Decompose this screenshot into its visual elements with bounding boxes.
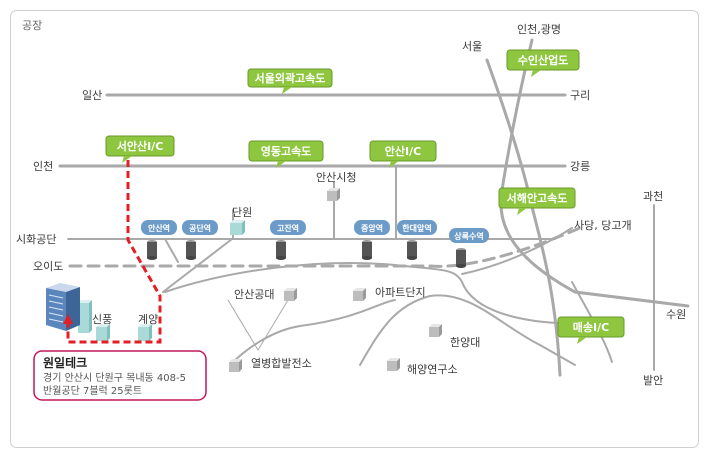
badge-seohaean-label: 서해안고속도 — [507, 191, 568, 205]
company-address-line1: 경기 안산시 단원구 목내동 408-5 — [43, 371, 186, 384]
road-gongdae-left — [227, 299, 259, 351]
station-gongdan: 공단역 — [182, 220, 218, 260]
station-handae: 한대앞역 — [397, 220, 437, 260]
label-incheon-gwangmyeong: 인천,광명 — [517, 22, 561, 36]
label-apartment: 아파트단지 — [375, 286, 426, 299]
label-suwon: 수원 — [666, 308, 686, 321]
station-gongdan-label: 공단역 — [189, 223, 211, 233]
badge-maesong-ic-label: 매송I/C — [573, 320, 609, 334]
station-marker-icon — [407, 240, 417, 260]
station-gojan-label: 고잔역 — [277, 223, 299, 233]
label-seoul: 서울 — [462, 40, 482, 53]
badge-ansan-ic-label: 안산I/C — [385, 144, 421, 158]
label-ilsan: 일산 — [82, 88, 102, 102]
sinpung-building-icon — [78, 300, 92, 333]
gyeyang-building-icon — [138, 324, 152, 341]
station-jungang-label: 중앙역 — [361, 223, 383, 233]
label-gangneung: 강릉 — [570, 160, 590, 173]
building-icon — [387, 358, 400, 371]
badge-seoul-ring-label: 서울외곽고속도 — [255, 71, 326, 85]
building-icon — [284, 288, 297, 301]
badge-suin: 수인산업도 — [506, 49, 580, 77]
label-siheung: 시화공단 — [16, 233, 56, 246]
station-jungang: 중앙역 — [354, 220, 390, 260]
label-incheon: 인천 — [33, 159, 53, 173]
company-name: 원일테크 — [43, 356, 87, 370]
label-oido: 오이도 — [33, 260, 63, 273]
badge-seoan-ic-label: 서안산I/C — [117, 139, 164, 153]
badge-yeongdong: 영동고속도 — [248, 140, 324, 168]
label-balan: 발안 — [643, 374, 663, 387]
danwon-building-icon — [230, 220, 245, 235]
company-tower-icon — [46, 283, 80, 331]
badge-seoan-ic: 서안산I/C — [105, 135, 175, 163]
badge-maesong-ic: 매송I/C — [557, 316, 625, 344]
road-lower-mid — [359, 294, 576, 366]
building-icon — [327, 188, 340, 201]
building-icon — [353, 288, 366, 301]
subway-line-4 — [68, 226, 582, 268]
label-gwacheon: 과천 — [643, 189, 663, 203]
road-sadang-link — [461, 227, 573, 275]
label-sadang: 사당, 당고개 — [574, 219, 632, 232]
landmark-icons — [46, 188, 442, 372]
label-guri: 구리 — [570, 89, 590, 102]
label-ansan-cityhall: 안산시청 — [316, 171, 356, 184]
label-sinpung: 신풍 — [92, 313, 112, 326]
badge-suin-label: 수인산업도 — [518, 53, 569, 67]
label-power-plant: 열병합발전소 — [251, 357, 312, 370]
road-network — [58, 38, 690, 377]
label-ansan-gongdae: 안산공대 — [234, 288, 274, 301]
company-address-line2: 반월공단 7블럭 25롯트 — [43, 385, 142, 397]
road-stub-ansan — [164, 238, 179, 263]
station-sangnoksu-label: 상록수역 — [454, 231, 483, 241]
road-gongdae-right — [257, 299, 289, 351]
road-lower-west — [229, 299, 396, 366]
road-south-loop — [164, 262, 611, 325]
station-ansan-label: 안산역 — [148, 223, 170, 233]
subway-stations: 안산역 공단역 고잔역 중앙역 한대앞역 상록수역 — [141, 220, 489, 268]
badge-ansan-ic: 안산I/C — [369, 140, 437, 168]
label-gyeyang: 계양 — [138, 313, 158, 326]
station-marker-icon — [276, 240, 286, 260]
label-danwon: 단원 — [232, 206, 252, 219]
station-marker-icon — [186, 240, 196, 260]
station-gojan: 고잔역 — [270, 220, 306, 260]
highway-badges: 서울외곽고속도 서안산I/C 영동고속도 안산I/C 수인산업도 서해안고속도 — [105, 49, 625, 344]
route-arrow-icon — [63, 314, 73, 324]
company-callout: 원일테크 경기 안산시 단원구 목내동 408-5 반월공단 7블럭 25롯트 — [33, 350, 207, 401]
building-icon — [429, 324, 442, 337]
route-to-factory — [66, 160, 162, 344]
badge-seohaean: 서해안고속도 — [498, 187, 576, 215]
badge-yeongdong-label: 영동고속도 — [261, 145, 312, 158]
building-icon — [229, 359, 242, 372]
station-ansan: 안산역 — [141, 220, 177, 260]
frame-title: 공장 — [22, 19, 42, 32]
station-handae-label: 한대앞역 — [402, 223, 431, 233]
label-hanyangdae: 한양대 — [450, 336, 480, 349]
sinpung-building-icon-2 — [96, 324, 110, 341]
station-marker-icon — [362, 240, 372, 260]
place-labels: 일산 구리 인천 강릉 시화공단 오이도 서울 인천,광명 과천 사당, 당고개… — [16, 22, 686, 387]
station-marker-icon — [456, 248, 466, 268]
station-marker-icon — [147, 240, 157, 260]
badge-seoul-ring: 서울외곽고속도 — [247, 68, 333, 94]
label-ocean-institute: 해양연구소 — [407, 362, 458, 376]
station-sangnoksu: 상록수역 — [449, 228, 489, 268]
